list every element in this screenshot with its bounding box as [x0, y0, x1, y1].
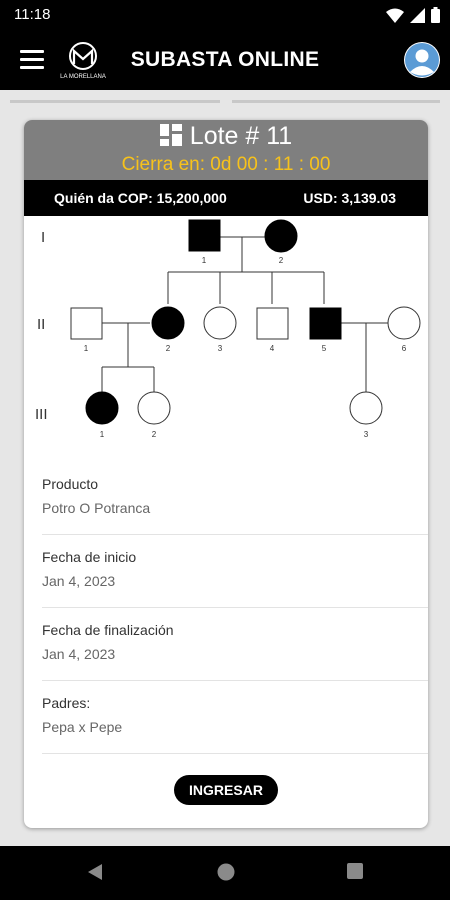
detail-label: Fecha de finalización — [42, 622, 174, 638]
pedigree-iii-2 — [137, 391, 171, 425]
pedigree-ii-1 — [70, 307, 103, 340]
pedigree-chart: I II III 1 2 1 2 3 4 5 6 1 2 3 — [35, 219, 421, 439]
pedigree-iii-3 — [349, 391, 383, 425]
detail-fecha-finalizacion: Fecha de finalización Jan 4, 2023 — [42, 608, 428, 681]
pedigree-ii-6 — [387, 306, 421, 340]
lot-title: Lote # 11 — [24, 122, 428, 151]
tab-indicator-left[interactable] — [10, 100, 220, 103]
detail-value: Pepa x Pepe — [42, 719, 123, 735]
app-bar: LA MORELLANA SUBASTA ONLINE — [0, 30, 450, 90]
app-title: SUBASTA ONLINE — [130, 48, 320, 71]
pedigree-i-1 — [188, 219, 221, 252]
detail-producto: Producto Potro O Potranca — [42, 462, 428, 535]
detail-value: Jan 4, 2023 — [42, 646, 116, 662]
pedigree-ii-4 — [256, 307, 289, 340]
num-ii-6: 6 — [402, 344, 407, 353]
lot-card: Lote # 11 Cierra en: 0d 00 : 11 : 00 Qui… — [24, 120, 428, 828]
detail-label: Padres: — [42, 695, 91, 711]
num-ii-2: 2 — [166, 344, 171, 353]
bid-bar: Quién da COP: 15,200,000 USD: 3,139.03 — [24, 180, 428, 216]
lot-details: Producto Potro O Potranca Fecha de inici… — [24, 462, 428, 754]
tab-indicators — [10, 100, 440, 103]
detail-fecha-inicio: Fecha de inicio Jan 4, 2023 — [42, 535, 428, 608]
bid-cop: Quién da COP: 15,200,000 — [54, 190, 227, 206]
detail-label: Fecha de inicio — [42, 549, 137, 565]
logo-text: LA MORELLANA — [60, 74, 106, 80]
detail-value: Jan 4, 2023 — [42, 573, 116, 589]
detail-padres: Padres: Pepa x Pepe — [42, 681, 428, 754]
detail-label: Producto — [42, 476, 99, 492]
signal-icon — [410, 7, 425, 23]
wifi-icon — [386, 8, 404, 23]
bid-usd: USD: 3,139.03 — [303, 190, 396, 206]
num-ii-4: 4 — [270, 344, 275, 353]
lot-title-text: Lote # 11 — [189, 122, 293, 150]
status-bar: 11:18 — [0, 0, 450, 30]
home-icon[interactable] — [216, 862, 236, 882]
num-ii-3: 3 — [218, 344, 223, 353]
num-ii-1: 1 — [84, 344, 89, 353]
num-iii-3: 3 — [364, 430, 369, 439]
brand-logo: LA MORELLANA — [60, 38, 106, 84]
user-avatar-icon[interactable] — [404, 42, 440, 78]
hamburger-menu-icon[interactable] — [20, 50, 44, 70]
detail-value: Potro O Potranca — [42, 500, 151, 516]
battery-icon — [431, 7, 440, 23]
ingresar-button[interactable]: INGRESAR — [174, 775, 278, 805]
tab-indicator-right[interactable] — [232, 100, 440, 103]
pedigree-iii-1 — [85, 391, 119, 425]
num-iii-1: 1 — [100, 430, 105, 439]
pedigree-ii-2 — [151, 306, 185, 340]
grid-icon — [159, 124, 182, 146]
num-i-2: 2 — [279, 256, 284, 265]
num-i-1: 1 — [202, 256, 207, 265]
system-nav-bar — [0, 846, 450, 900]
back-icon[interactable] — [86, 862, 104, 882]
pedigree-i-2 — [264, 219, 298, 253]
countdown-timer: Cierra en: 0d 00 : 11 : 00 — [121, 154, 331, 175]
status-time: 11:18 — [14, 6, 51, 23]
gen-label-3: III — [35, 406, 48, 423]
gen-label-2: II — [37, 316, 45, 333]
recents-icon[interactable] — [346, 862, 364, 880]
num-ii-5: 5 — [322, 344, 327, 353]
pedigree-ii-3 — [203, 306, 237, 340]
status-icons — [386, 6, 440, 24]
lot-header: Lote # 11 Cierra en: 0d 00 : 11 : 00 — [24, 120, 428, 180]
pedigree-ii-5 — [309, 307, 342, 340]
gen-label-1: I — [41, 229, 45, 246]
num-iii-2: 2 — [152, 430, 157, 439]
